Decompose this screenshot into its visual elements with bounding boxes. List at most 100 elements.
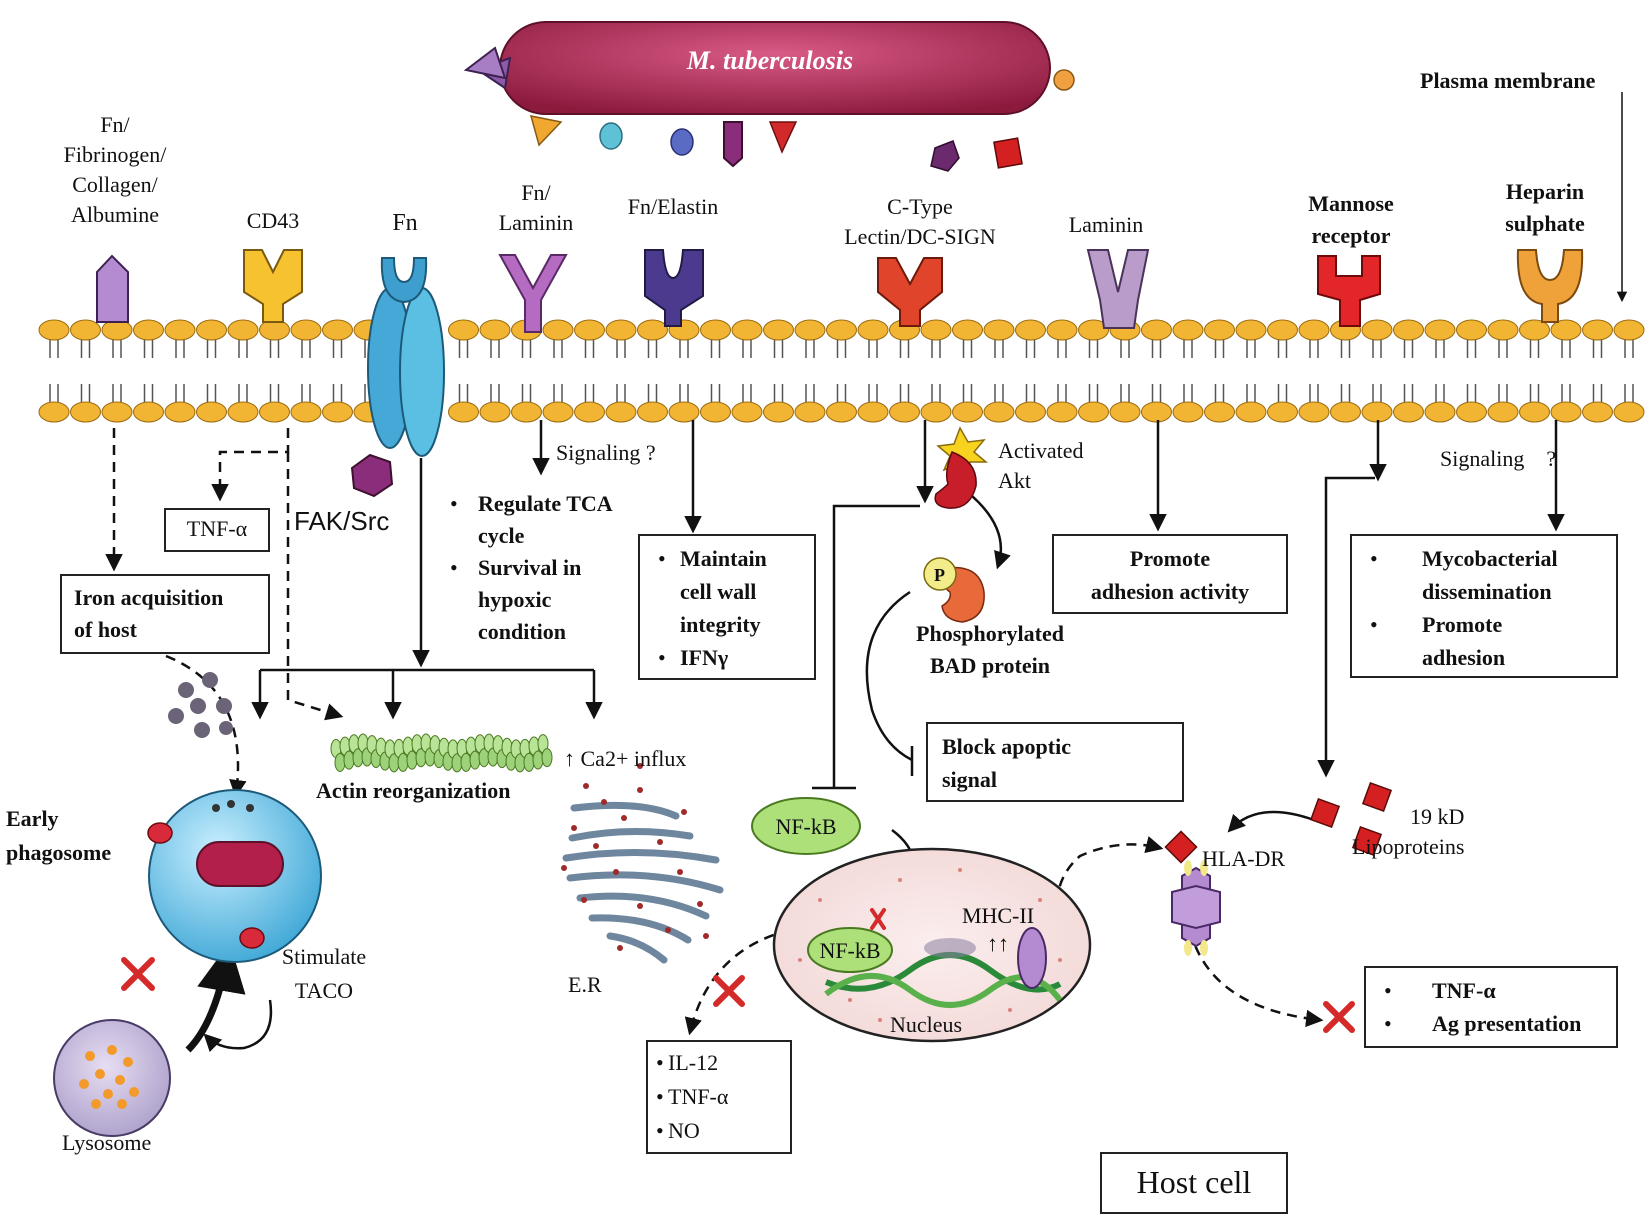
lipid-head [1613, 319, 1645, 341]
lipid-head [164, 401, 196, 423]
lipid-tail [679, 384, 689, 402]
lipid-head [983, 401, 1015, 423]
lipid-tail [1592, 384, 1603, 402]
lipid-tail [1561, 384, 1571, 402]
lipid-head [1046, 401, 1078, 423]
lipid-tail [80, 384, 91, 402]
lipid-head [1298, 401, 1330, 423]
iron-particles [168, 672, 233, 738]
list-tca: Regulate TCA cycle Survival in hypoxic c… [448, 488, 648, 648]
lipid-tail [112, 384, 122, 402]
lipid-tail [994, 384, 1004, 402]
lipid-tail [1498, 384, 1508, 402]
activated-akt [934, 426, 989, 509]
lipid-head [1267, 401, 1298, 423]
lipid-head [637, 401, 668, 423]
box-adhesion-activity: Promote adhesion activity [1052, 534, 1288, 614]
lipid-head [983, 319, 1015, 341]
lipid-head [1172, 401, 1204, 423]
label-signaling-1: Signaling ? [556, 440, 656, 465]
actin-monomer [334, 752, 346, 772]
lipid-tail [521, 384, 532, 402]
lipid-head [952, 319, 983, 341]
lipid-head [1393, 319, 1424, 341]
label-er: E.R [568, 972, 602, 997]
lipid-tail [1246, 340, 1256, 358]
lipid-tail [742, 384, 752, 402]
lipid-tail [1246, 384, 1256, 402]
actin-monomer [469, 750, 481, 770]
lipid-tail [1277, 340, 1288, 358]
lipid-head [227, 319, 259, 341]
label-early-phagosome: Early phagosome [6, 806, 112, 865]
lipid-head [920, 401, 952, 423]
lipid-tail [931, 384, 941, 402]
label-fn-fibrinogen: Fn/ Fibrinogen/ Collagen/ Albumine [63, 112, 167, 227]
label-fn-elastin: Fn/Elastin [627, 194, 719, 219]
receptor-fn-fibrinogen [96, 254, 129, 323]
blocked-marks [121, 908, 1355, 1033]
lipid-head [668, 401, 700, 423]
lipid-head [731, 319, 763, 341]
lipid-tail [710, 340, 721, 358]
lipid-tail [1403, 384, 1414, 402]
actin-monomer [460, 752, 472, 772]
lipid-tail [1120, 340, 1130, 358]
list-item: Mycobacterial dissemination [1358, 542, 1610, 608]
list-item: Regulate TCA cycle [448, 488, 648, 552]
lipid-tail [1466, 384, 1477, 402]
lipid-head [826, 319, 857, 341]
lipid-tail [490, 384, 500, 402]
bacterium-label: M. tuberculosis [686, 46, 854, 75]
lipid-head [196, 401, 227, 423]
lipid-tail [1088, 340, 1099, 358]
lipid-tail [269, 384, 280, 402]
lipid-tail [1403, 340, 1414, 358]
lipid-tail [710, 384, 721, 402]
lipoproteins [1309, 781, 1393, 857]
receptor-fn-elastin [644, 249, 704, 327]
receptor-cd43 [243, 249, 303, 323]
box-dissemination: Mycobacterial dissemination Promote adhe… [1350, 534, 1618, 678]
actin-monomer [532, 750, 544, 770]
p-badge: P [934, 565, 945, 585]
lipid-head [164, 319, 196, 341]
receptor-mannose [1317, 255, 1381, 327]
lipid-head [448, 401, 479, 423]
lipid-head [1204, 319, 1235, 341]
lipid-tail [1151, 384, 1162, 402]
label-lipoproteins: 19 kD Lipoproteins [1352, 804, 1465, 859]
lipid-tail [238, 384, 248, 402]
lipid-tail [458, 340, 469, 358]
lipid-head [857, 319, 889, 341]
lipid-tail [647, 340, 658, 358]
lipid-tail [301, 384, 311, 402]
list-item: IFNγ [646, 641, 808, 674]
hla-dr-molecule [1164, 830, 1221, 956]
lipid-head [1487, 319, 1519, 341]
actin-monomer [406, 750, 418, 770]
label-fn-laminin: Fn/ Laminin [498, 180, 574, 235]
lipid-bilayer [38, 319, 1645, 423]
lipid-head [1078, 319, 1109, 341]
lipid-head [700, 319, 731, 341]
lipid-head [605, 401, 637, 423]
lipid-head [920, 319, 952, 341]
lipid-tail [1561, 340, 1571, 358]
label-phosphorylated-bad: Phosphorylated BAD protein [916, 621, 1064, 678]
lipid-head [857, 401, 889, 423]
lipid-tail [1057, 384, 1067, 402]
lipid-tail [773, 340, 784, 358]
label-lysosome: Lysosome [62, 1130, 152, 1155]
lipid-tail [175, 340, 185, 358]
lipid-head [794, 401, 826, 423]
lipid-head [1456, 319, 1487, 341]
lipid-head [1141, 401, 1172, 423]
lipid-head [101, 401, 133, 423]
lipid-head [700, 401, 731, 423]
lipid-tail [175, 384, 185, 402]
lipid-head [70, 401, 101, 423]
label-mannose-receptor: Mannose receptor [1308, 191, 1394, 248]
